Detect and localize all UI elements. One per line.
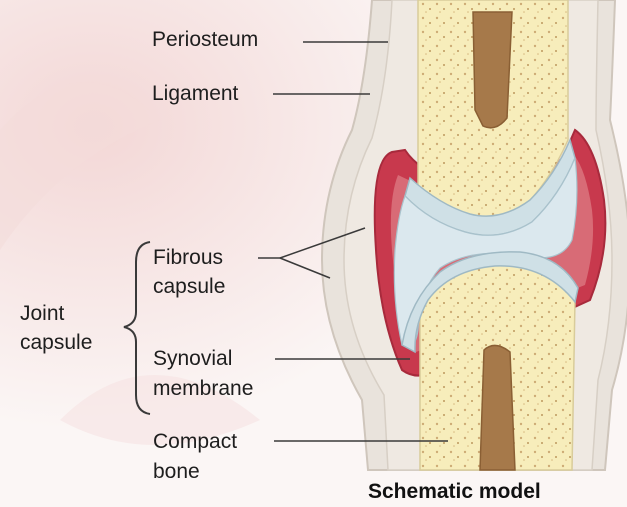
upper-bone-marrow — [473, 12, 512, 128]
compact-bone-label-line2: bone — [153, 460, 200, 484]
fibrous-capsule-label-line1: Fibrous — [153, 246, 223, 270]
joint-capsule-label-line2: capsule — [20, 331, 92, 355]
periosteum-label: Periosteum — [152, 28, 258, 52]
synovial-membrane-label-line2: membrane — [153, 377, 253, 401]
joint-capsule-label-line1: Joint — [20, 302, 64, 326]
ligament-label: Ligament — [152, 82, 238, 106]
lower-bone-marrow — [480, 345, 515, 470]
compact-bone-label-line1: Compact — [153, 430, 237, 454]
diagram-caption: Schematic model — [368, 480, 541, 504]
synovial-membrane-label-line1: Synovial — [153, 347, 232, 371]
fibrous-capsule-label-line2: capsule — [153, 275, 225, 299]
